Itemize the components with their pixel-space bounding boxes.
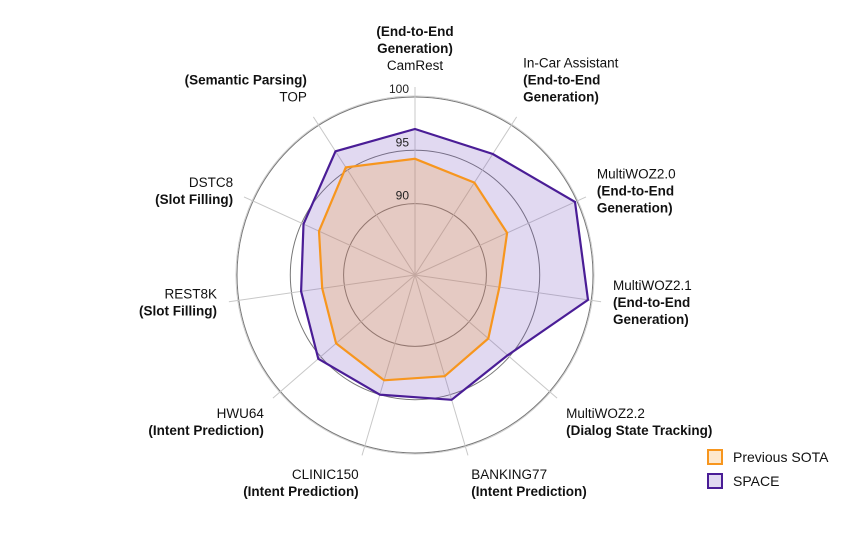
axis-label-hwu64: HWU64 (Intent Prediction) <box>148 406 264 438</box>
axis-task-label: (End-to-End <box>376 24 453 39</box>
axis-task-label: (End-to-End <box>597 183 674 198</box>
axis-task-label: (End-to-End <box>523 73 600 88</box>
series-previous-sota-polygon <box>317 157 509 382</box>
axis-task-label: (Slot Filling) <box>139 304 217 319</box>
axis-dataset-label: REST8K <box>164 287 217 302</box>
axis-dataset-label: TOP <box>279 90 307 105</box>
axis-dataset-label: MultiWOZ2.0 <box>597 166 676 181</box>
axis-label-clinic150: CLINIC150 (Intent Prediction) <box>243 467 359 499</box>
legend-swatch <box>707 449 723 465</box>
series-space-polygon <box>299 127 590 401</box>
radial-tick-label: 90 <box>396 189 410 203</box>
legend-item-space: SPACE <box>707 473 779 489</box>
spoke-line <box>414 116 518 276</box>
radial-tick-label: 100 <box>389 82 409 96</box>
axis-dataset-label: DSTC8 <box>189 175 233 190</box>
axis-task-label: Generation) <box>597 200 673 215</box>
axis-label-dstc8: DSTC8 (Slot Filling) <box>155 175 233 207</box>
spoke-line <box>414 196 587 276</box>
legend-label: Previous SOTA <box>733 449 829 465</box>
axis-label-top: (Semantic Parsing) TOP <box>185 73 307 105</box>
axis-dataset-label: MultiWOZ2.1 <box>613 278 692 293</box>
axis-dataset-label: CLINIC150 <box>292 467 359 482</box>
axis-dataset-label: CamRest <box>387 58 444 73</box>
chart-legend: Previous SOTA SPACE <box>707 449 829 489</box>
spoke-line <box>243 196 416 276</box>
axis-task-label: Generation) <box>523 90 599 105</box>
radial-tick-label: 95 <box>396 135 410 149</box>
axis-task-label: (Intent Prediction) <box>471 484 587 499</box>
spoke-line <box>361 274 416 456</box>
axis-task-label: (Intent Prediction) <box>243 484 359 499</box>
spoke-line <box>414 274 558 399</box>
axis-task-label: (Intent Prediction) <box>148 423 264 438</box>
radar-series <box>299 127 590 401</box>
axis-label-rest8k: REST8K (Slot Filling) <box>139 287 217 319</box>
axis-task-label: Generation) <box>377 41 453 56</box>
axis-task-label: (Slot Filling) <box>155 192 233 207</box>
axis-dataset-label: BANKING77 <box>471 467 547 482</box>
axis-task-label: (End-to-End <box>613 295 690 310</box>
axis-dataset-label: In-Car Assistant <box>523 56 619 71</box>
axis-task-label: (Semantic Parsing) <box>185 73 307 88</box>
axis-dataset-label: MultiWOZ2.2 <box>566 406 645 421</box>
axis-task-label: (Dialog State Tracking) <box>566 423 712 438</box>
spoke-line <box>414 274 469 456</box>
legend-item-previous-sota: Previous SOTA <box>707 449 829 465</box>
axis-task-label: Generation) <box>613 312 689 327</box>
axis-dataset-label: HWU64 <box>217 406 265 421</box>
axis-label-banking77: BANKING77 (Intent Prediction) <box>471 467 587 499</box>
spoke-line <box>414 274 602 303</box>
spoke-line <box>272 274 416 399</box>
axis-label-multiwoz2-2: MultiWOZ2.2 (Dialog State Tracking) <box>566 406 712 438</box>
legend-label: SPACE <box>733 473 779 489</box>
spoke-line <box>312 116 416 276</box>
legend-swatch <box>707 473 723 489</box>
radial-tick-labels: 90 95 100 <box>389 82 409 203</box>
